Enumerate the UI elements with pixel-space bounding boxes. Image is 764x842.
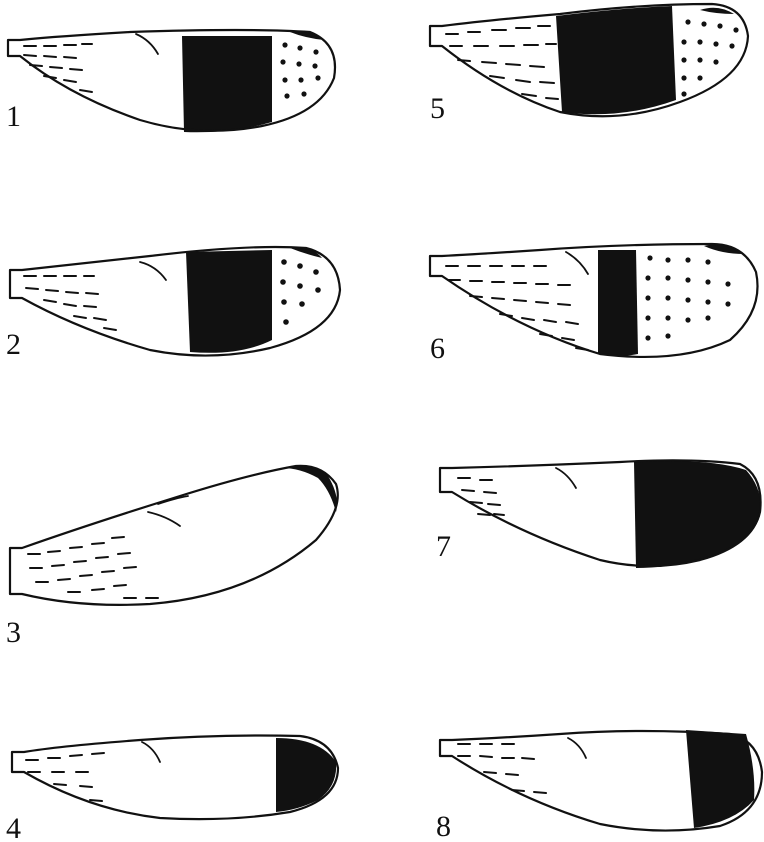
wing-2: 2 <box>6 247 340 361</box>
wing-8-nodus <box>568 738 586 758</box>
wing-5-dark-band <box>556 6 676 114</box>
wing-6-nodus <box>566 252 588 274</box>
wing-7-dark-tip <box>634 461 761 568</box>
wing-1-label: 1 <box>6 100 21 133</box>
wing-2-dark-band <box>186 250 272 353</box>
wing-6-dark-band <box>598 250 638 356</box>
wing-3-streaks <box>28 537 158 598</box>
wing-3-nodus <box>148 512 180 526</box>
wing-5-label: 5 <box>430 92 445 125</box>
wing-2-nodus <box>140 262 166 280</box>
wing-2-outline <box>10 247 340 356</box>
wing-2-apical-dots <box>280 259 321 325</box>
wing-3-label: 3 <box>6 616 21 649</box>
wing-1-dark-band <box>182 36 272 132</box>
wing-1-nodus <box>136 34 158 54</box>
wing-7: 7 <box>436 460 761 568</box>
wing-4-streaks <box>26 753 104 801</box>
wing-6-label: 6 <box>430 332 445 365</box>
wing-6-streaks <box>446 266 588 350</box>
wing-7-label: 7 <box>436 530 451 563</box>
wing-2-label: 2 <box>6 328 21 361</box>
wing-8: 8 <box>436 730 762 842</box>
wing-3-outline <box>10 466 338 605</box>
wing-3-stigma <box>282 465 337 512</box>
wing-8-label: 8 <box>436 810 451 842</box>
wing-4-nodus <box>142 742 160 762</box>
wing-1: 1 <box>6 30 335 133</box>
wing-4: 4 <box>6 736 338 842</box>
wing-5-apical-dots <box>681 19 738 96</box>
wing-5: 5 <box>430 4 748 125</box>
wing-1-apical-dots <box>280 42 320 98</box>
wing-4-label: 4 <box>6 812 21 842</box>
wing-4-dark-tip <box>276 738 336 812</box>
wing-6-apical-dots <box>645 255 730 340</box>
wing-6: 6 <box>430 244 758 365</box>
wing-3: 3 <box>6 465 338 649</box>
wing-7-nodus <box>556 468 576 488</box>
